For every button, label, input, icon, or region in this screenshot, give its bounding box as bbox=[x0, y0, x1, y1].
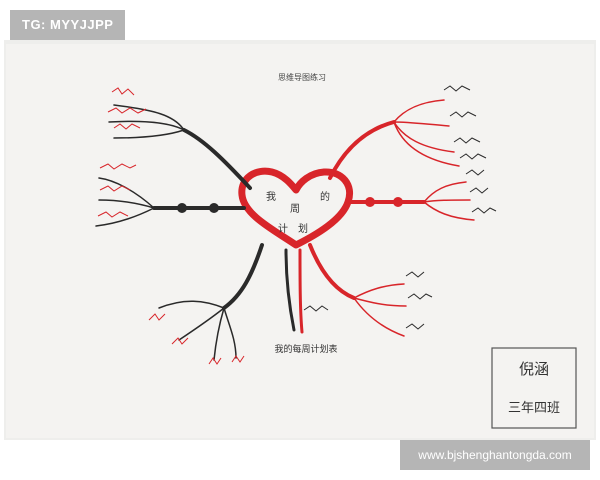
watermark-bottom: www.bjshenghantongda.com bbox=[400, 440, 590, 470]
leaf-scribbles bbox=[97, 85, 497, 365]
heart-shape bbox=[238, 167, 353, 249]
red-knots bbox=[365, 197, 403, 207]
black-branches bbox=[95, 104, 296, 361]
signature-box bbox=[491, 347, 577, 429]
center-char-3: 周 bbox=[290, 203, 300, 215]
drawing-title: 思维导图练习 bbox=[278, 72, 326, 82]
red-branches bbox=[298, 99, 475, 337]
center-char-5: 划 bbox=[298, 222, 308, 235]
signature-name: 倪涵 bbox=[519, 360, 549, 378]
watermark-top: TG: MYYJJPP bbox=[10, 10, 126, 40]
mindmap-photo: 思维导图练习 我 的 周 计 划 bbox=[4, 40, 596, 440]
black-knots bbox=[177, 203, 219, 213]
signature-class: 三年四班 bbox=[508, 401, 560, 416]
center-char-1: 我 bbox=[266, 191, 276, 203]
center-char-2: 的 bbox=[320, 190, 330, 203]
drawing-caption: 我的每周计划表 bbox=[274, 343, 337, 355]
mindmap-drawing: 思维导图练习 我 的 周 计 划 bbox=[95, 72, 577, 429]
center-char-4: 计 bbox=[278, 222, 288, 235]
